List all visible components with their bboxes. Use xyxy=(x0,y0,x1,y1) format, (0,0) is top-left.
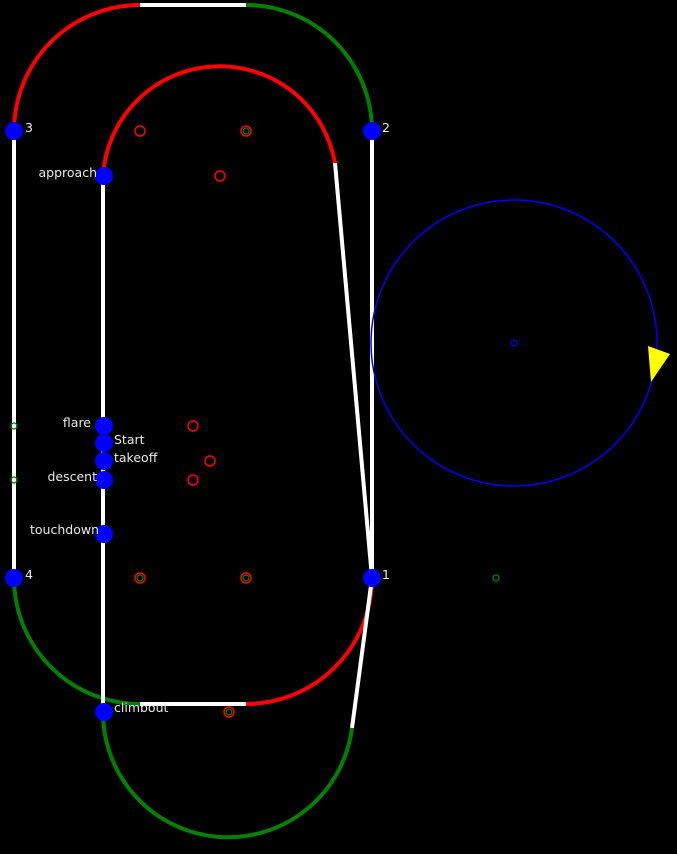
waypoint-1-label: 1 xyxy=(382,567,390,582)
start-label: Start xyxy=(114,432,145,447)
touchdown-node[interactable] xyxy=(95,525,113,543)
arc-center-marker xyxy=(240,572,252,584)
waypoint-3-node[interactable] xyxy=(5,122,23,140)
arc-center-marker xyxy=(214,170,226,182)
loiter-circle xyxy=(370,199,658,487)
descent-node[interactable] xyxy=(95,471,113,489)
outer-bottom-arc-right xyxy=(245,577,374,706)
inner-right-diagonal-lower xyxy=(350,577,374,729)
touchdown-label: touchdown xyxy=(30,522,99,537)
takeoff-label: takeoff xyxy=(114,450,158,465)
arc-center-marker xyxy=(240,125,252,137)
flare-node[interactable] xyxy=(95,417,113,435)
arc-center-marker xyxy=(187,420,199,432)
waypoint-4-node[interactable] xyxy=(5,569,23,587)
inner-right-diagonal-upper xyxy=(333,162,374,579)
inner-bottom-arc xyxy=(100,711,354,840)
approach-node[interactable] xyxy=(95,167,113,185)
green-marker xyxy=(10,422,18,430)
green-marker xyxy=(242,127,250,135)
arc-center-marker xyxy=(187,474,199,486)
approach-label: approach xyxy=(39,165,98,180)
green-marker xyxy=(225,708,233,716)
green-marker xyxy=(242,574,250,582)
arc-center-marker xyxy=(134,125,146,137)
outer-top-arc-left xyxy=(12,3,141,132)
arc-center-marker xyxy=(134,572,146,584)
waypoint-2-label: 2 xyxy=(382,120,390,135)
arc-center-marker xyxy=(223,706,235,718)
outer-top-arc-right xyxy=(245,3,374,132)
waypoint-2-node[interactable] xyxy=(363,122,381,140)
green-marker xyxy=(10,476,18,484)
takeoff-node[interactable] xyxy=(95,452,113,470)
waypoint-1-node[interactable] xyxy=(363,569,381,587)
waypoint-3-label: 3 xyxy=(25,120,33,135)
flare-label: flare xyxy=(63,415,91,430)
green-marker xyxy=(136,574,144,582)
loiter-center-marker xyxy=(510,339,518,347)
inner-top-arc xyxy=(101,64,337,177)
start-node[interactable] xyxy=(95,434,113,452)
arc-center-marker xyxy=(204,455,216,467)
green-marker xyxy=(492,574,500,582)
climbout-node[interactable] xyxy=(95,703,113,721)
waypoint-4-label: 4 xyxy=(25,567,33,582)
outer-bottom-arc-left xyxy=(12,577,141,706)
descent-label: descent xyxy=(47,469,97,484)
aircraft-icon xyxy=(648,346,670,382)
climbout-label: climbout xyxy=(114,700,168,715)
